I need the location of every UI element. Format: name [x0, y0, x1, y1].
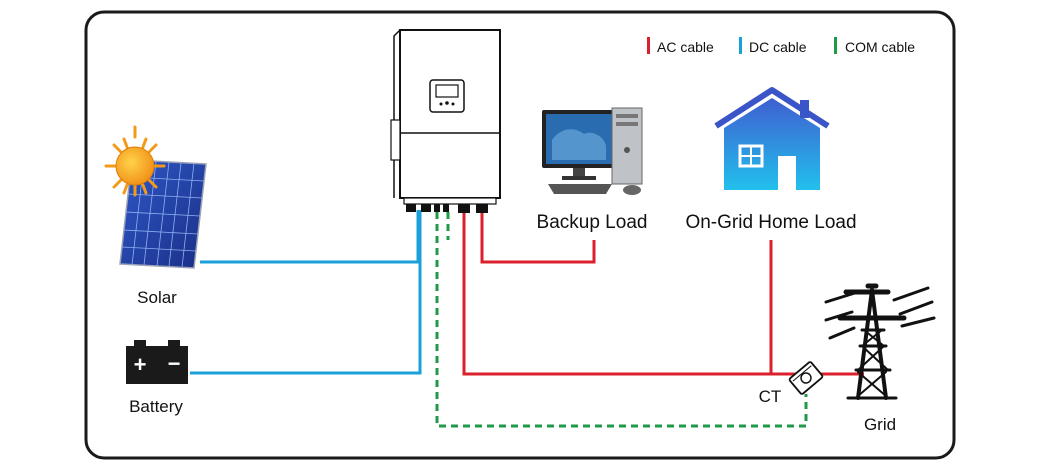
ac-cable-grid: [462, 210, 864, 376]
ct-label: CT: [759, 387, 782, 406]
dc-cable-solar: [200, 210, 420, 264]
legend: AC cable DC cable COM cable: [647, 37, 915, 55]
com-cables: [435, 212, 808, 428]
battery-icon: + −: [126, 340, 188, 384]
legend-dc-swatch: [739, 37, 742, 54]
legend-ac-swatch: [647, 37, 650, 54]
computer-icon: [542, 107, 643, 195]
legend-dc-label: DC cable: [749, 39, 807, 55]
com-cable-ct: [435, 212, 808, 428]
solar-label: Solar: [137, 288, 177, 307]
legend-com-label: COM cable: [845, 39, 915, 55]
ac-cable-backup: [480, 210, 596, 264]
transmission-tower-icon: [824, 283, 936, 400]
inverter-icon: [390, 29, 501, 213]
sun-icon: [104, 125, 166, 197]
battery-plus-symbol: +: [134, 352, 147, 377]
inverter-display-icon: [429, 79, 465, 113]
legend-ac-label: AC cable: [657, 39, 714, 55]
legend-com-swatch: [834, 37, 837, 54]
backup-load-label: Backup Load: [537, 212, 648, 233]
home-load-label: On-Grid Home Load: [685, 212, 856, 233]
ct-clamp-icon: [788, 361, 824, 395]
house-icon: [714, 87, 830, 190]
dc-cables: [190, 210, 422, 375]
diagram-frame: [84, 10, 956, 460]
grid-label: Grid: [864, 415, 896, 434]
solar-panel-icon: [119, 159, 207, 269]
battery-minus-symbol: −: [168, 351, 181, 376]
battery-label: Battery: [129, 397, 183, 416]
dc-cable-battery: [190, 210, 422, 375]
ac-cables: [462, 210, 864, 376]
